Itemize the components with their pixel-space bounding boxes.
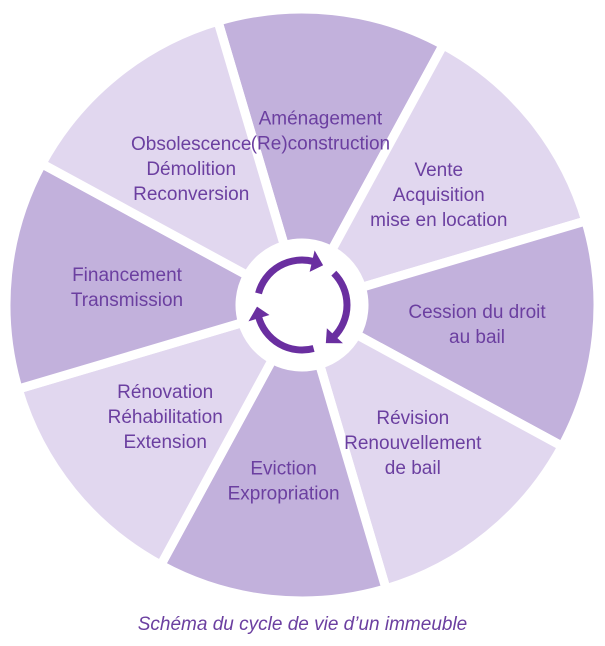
segment-vente bbox=[327, 40, 591, 292]
segment-label-line: Obsolescence bbox=[131, 134, 251, 155]
segment-label-line: Rénovation bbox=[117, 382, 213, 403]
segment-label-cession: Cession du droit au bail bbox=[408, 302, 546, 348]
segment-label-line: Expropriation bbox=[228, 484, 340, 505]
segment-label-line: (Re)construction bbox=[251, 134, 390, 155]
wheel-segments bbox=[1, 4, 603, 606]
segment-label-line: Démolition bbox=[146, 159, 236, 180]
segment-label-line: Vente bbox=[414, 160, 463, 181]
cycle-arrow-arc bbox=[255, 256, 315, 295]
segment-obsolescence bbox=[37, 16, 289, 280]
segment-renovation bbox=[13, 318, 277, 570]
segment-financement bbox=[1, 159, 253, 394]
segment-amenagement bbox=[213, 4, 448, 256]
segment-label-line: Extension bbox=[123, 432, 206, 453]
center-hub bbox=[243, 246, 361, 364]
segment-label-line: Aménagement bbox=[259, 109, 383, 130]
cycle-arrow-arc bbox=[331, 270, 351, 340]
cycle-arrow-head bbox=[325, 328, 343, 344]
segment-label-amenagement: Aménagement (Re)construction bbox=[251, 109, 390, 155]
segment-label-line: Révision bbox=[376, 408, 449, 429]
segment-revision bbox=[315, 330, 567, 594]
segment-cession bbox=[351, 216, 603, 451]
segment-label-line: Renouvellement bbox=[344, 433, 482, 454]
cycle-arrow-head bbox=[248, 306, 270, 322]
segment-label-line: mise en location bbox=[370, 210, 507, 231]
segment-label-line: Transmission bbox=[71, 290, 183, 311]
cycle-arrow-head bbox=[309, 250, 324, 272]
segment-label-line: Cession du droit bbox=[408, 302, 546, 323]
cycle-arrow-arc bbox=[255, 315, 315, 354]
segment-eviction bbox=[156, 354, 391, 606]
segment-label-line: Eviction bbox=[250, 459, 317, 480]
segment-label-line: au bail bbox=[449, 327, 505, 348]
segment-label-line: Acquisition bbox=[393, 185, 485, 206]
cycle-arrows-icon bbox=[243, 246, 361, 364]
diagram-caption: Schéma du cycle de vie d’un immeuble bbox=[137, 614, 468, 635]
segment-label-line: Financement bbox=[72, 265, 183, 286]
segment-label-line: Réhabilitation bbox=[108, 407, 223, 428]
segment-label-line: Reconversion bbox=[133, 184, 249, 205]
segment-label-line: de bail bbox=[385, 458, 441, 479]
